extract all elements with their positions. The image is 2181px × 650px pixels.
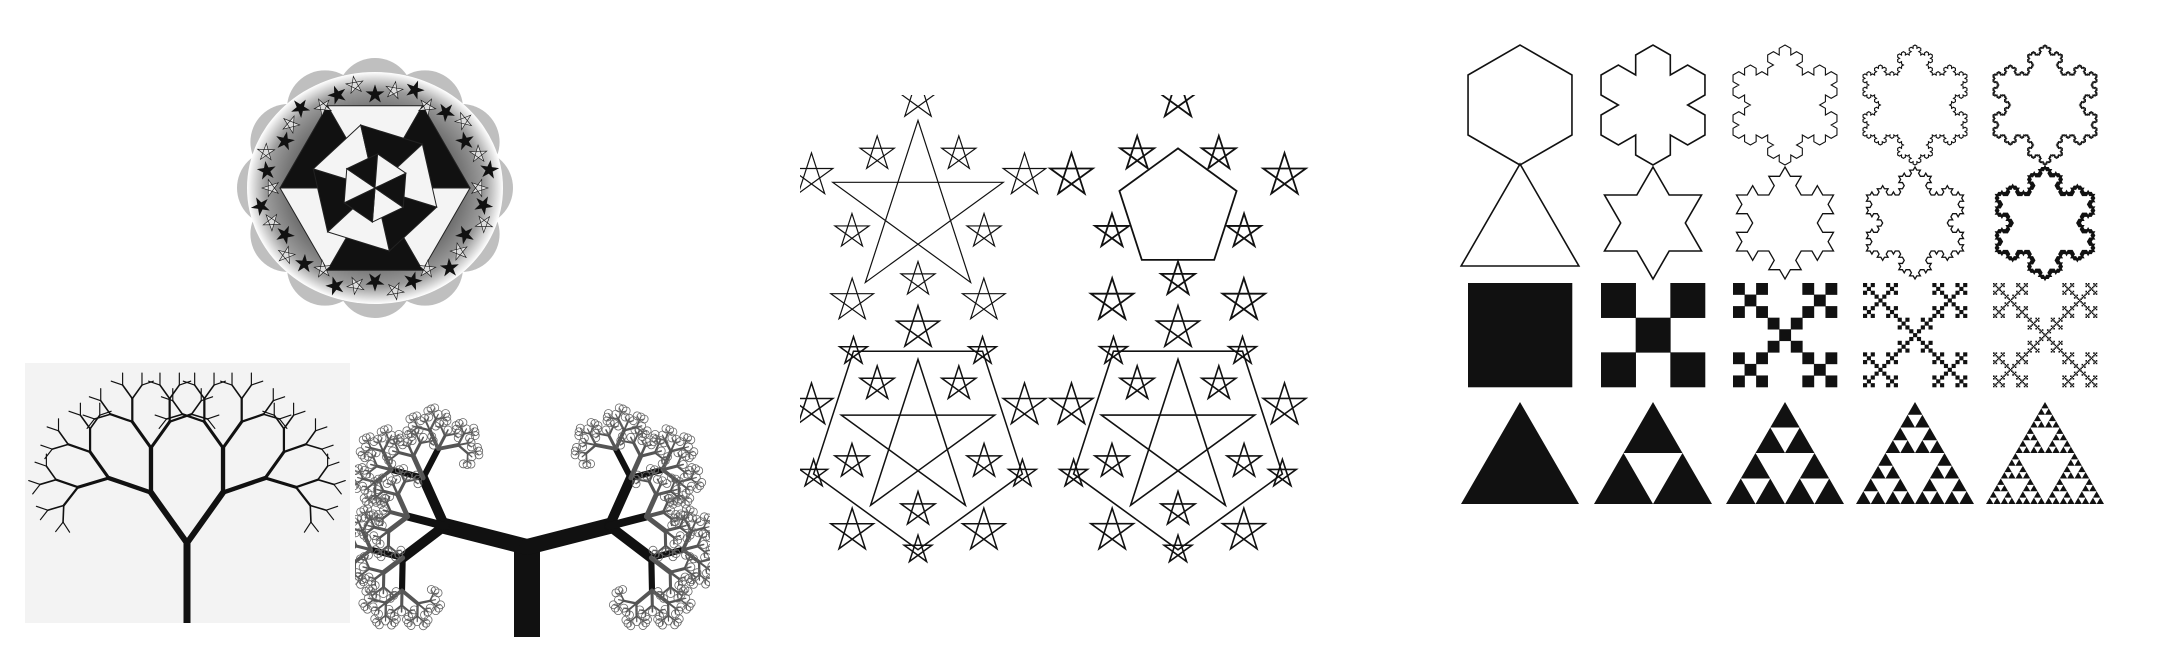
fractal-iteration-grid [1440,35,2140,515]
pythagoras-tree-image [355,352,710,637]
vicsek-shape [1601,283,1706,388]
pentaflake-figure [800,95,1048,321]
vicsek-shape [1733,283,1838,388]
koch-antisnowflake-shape [1732,44,1838,166]
koch-antisnowflake-shape [1467,44,1573,166]
koch-snowflake-shape [1603,165,1703,281]
hexaflake-pattern [237,58,513,318]
sierpinski-shape [1461,402,1579,504]
pythagoras-tree [355,403,710,637]
koch-snowflake-shape [1994,164,2096,282]
pentaflake-figure [1047,303,1309,564]
vicsek-shape [1863,283,1968,388]
pentaflake-grid-image [800,95,1310,575]
koch-antisnowflake-shape [1600,44,1706,166]
binary-tree-image [25,363,350,623]
vicsek-shape [1993,283,2098,388]
binary-tree [28,372,346,623]
sierpinski-shape [1594,402,1712,504]
koch-snowflake-shape [1459,162,1581,267]
sierpinski-shape [1986,402,2104,504]
koch-antisnowflake-shape [1862,44,1968,166]
koch-snowflake-shape [1865,165,1965,281]
pentaflake-figure [800,303,1049,564]
hexaflake-image [225,52,525,324]
sierpinski-shape [1856,402,1974,504]
sierpinski-shape [1726,402,1844,504]
vicsek-shape [1468,283,1573,388]
koch-snowflake-shape [1735,165,1835,281]
koch-antisnowflake-shape [1992,44,2098,166]
pentaflake-figure [1047,95,1309,322]
